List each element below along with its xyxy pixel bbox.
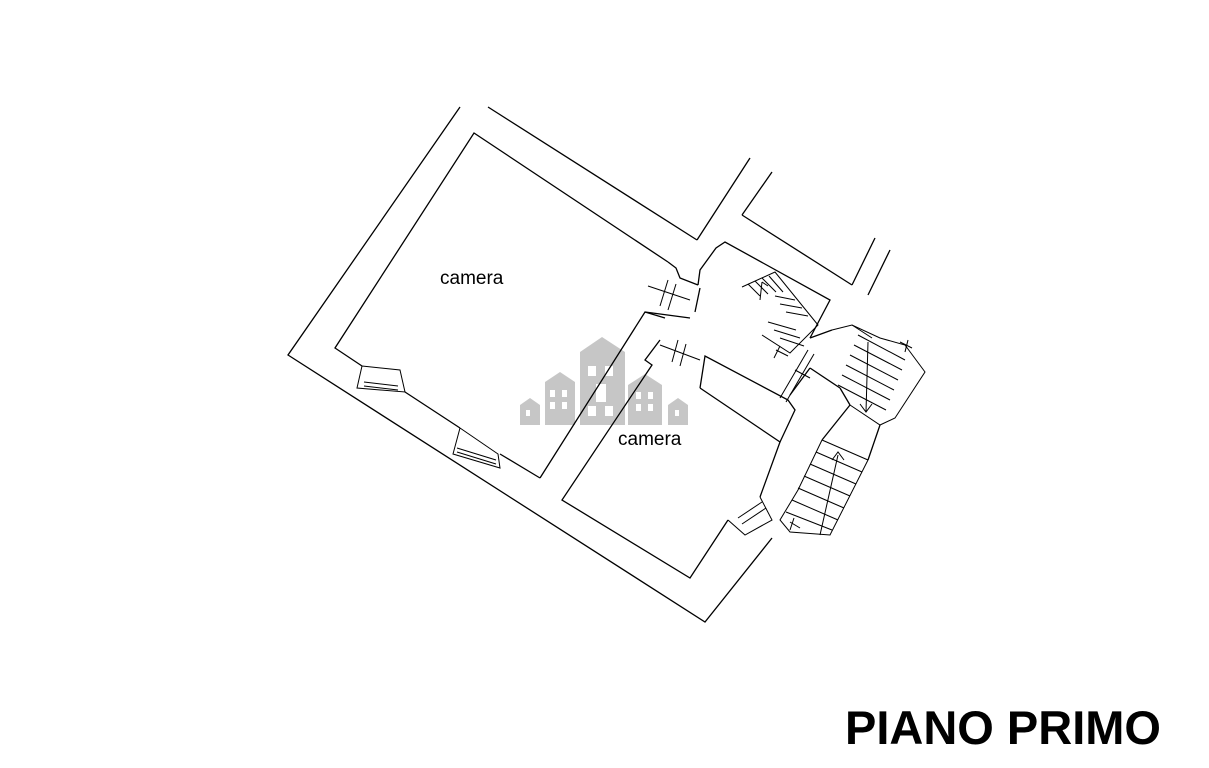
window-2 [452, 427, 501, 469]
stair-internal [741, 271, 819, 359]
door-landing [779, 349, 815, 403]
room-label-camera-large: camera [440, 268, 504, 289]
houses-logo-icon [520, 337, 688, 425]
room-camera-small [561, 339, 796, 579]
window-3 [727, 496, 773, 536]
floor-title: PIANO PRIMO [845, 701, 1161, 754]
stair-connector [809, 329, 881, 461]
door-room-1 [647, 279, 691, 311]
corridor [644, 241, 841, 396]
door-room-2 [659, 339, 701, 367]
stair-external-upper [831, 324, 926, 426]
room-label-camera-small: camera [618, 429, 682, 450]
outer-walls [287, 106, 891, 623]
window-1 [356, 365, 406, 393]
stair-external-lower [779, 439, 869, 536]
room-camera-large [334, 132, 699, 479]
